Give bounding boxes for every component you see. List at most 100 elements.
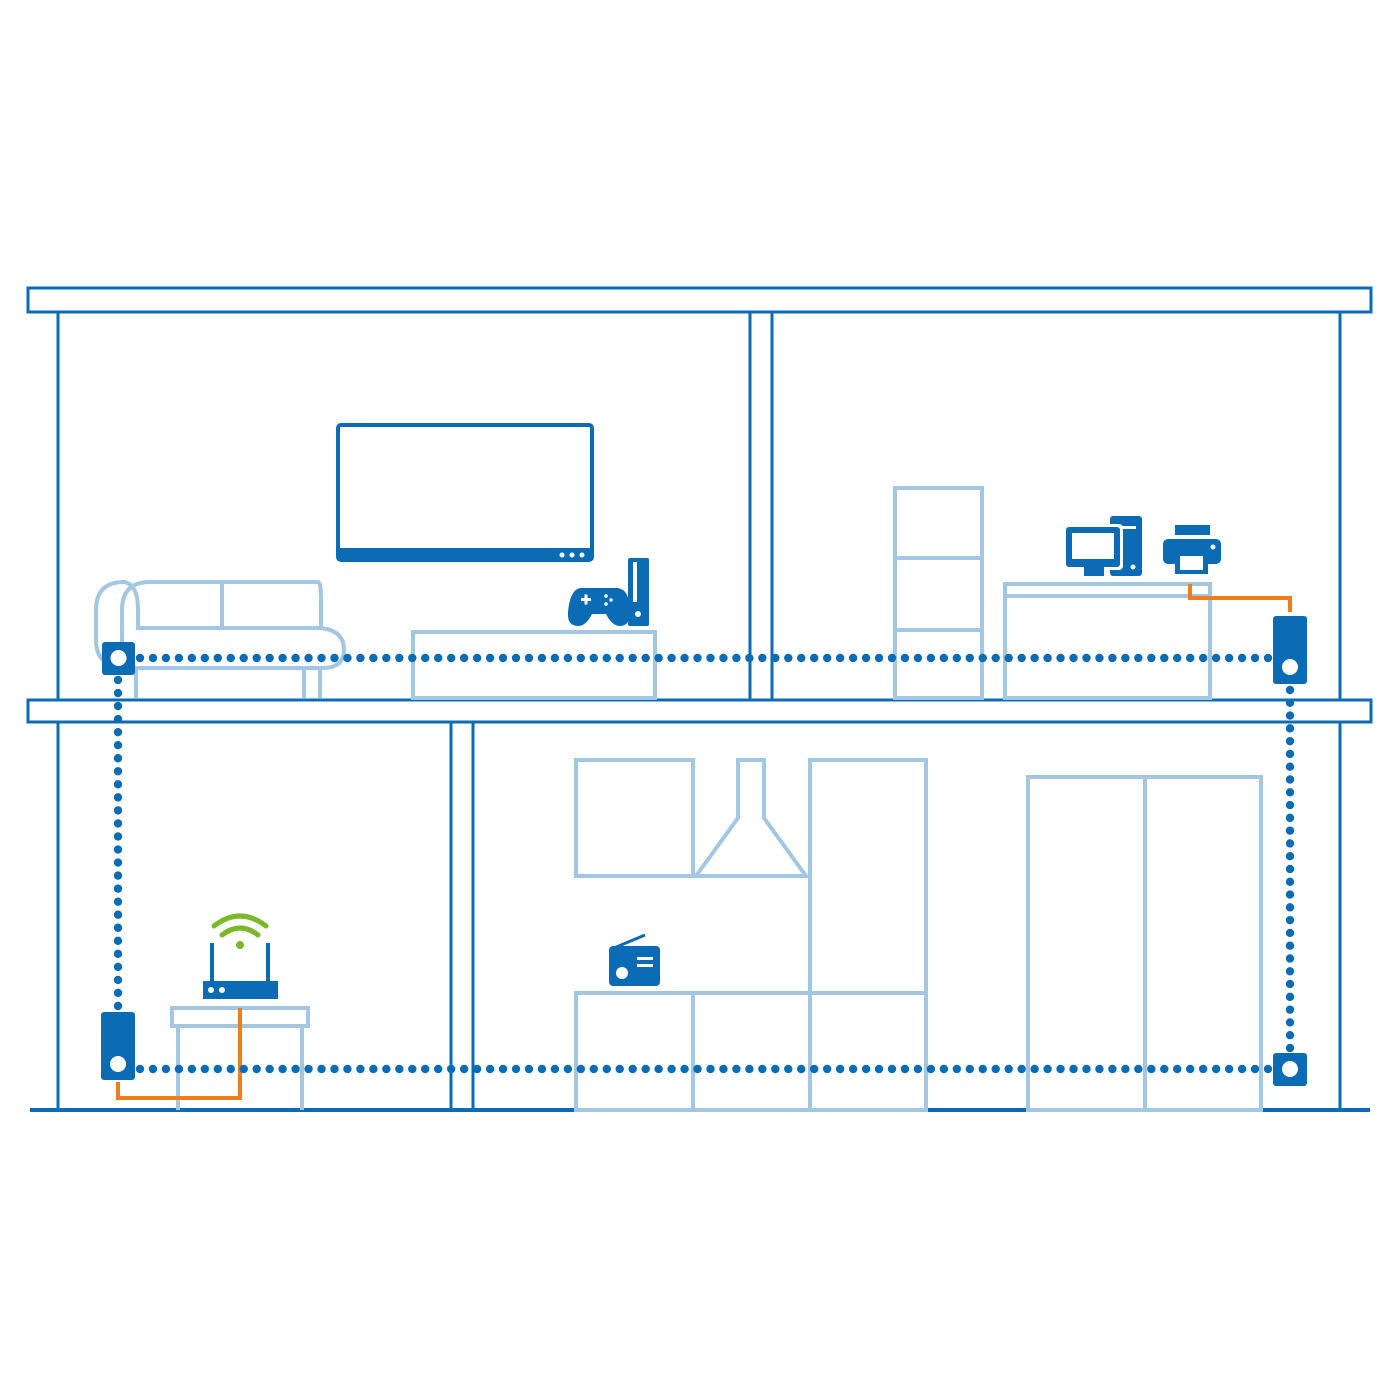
powerline-dot [1285,992,1295,1002]
powerline-dot [926,1064,936,1074]
powerline-dot [252,653,261,663]
powerline-dot [113,897,123,906]
powerline-dot [1043,1064,1052,1074]
powerline-dot [628,653,637,663]
powerline-dot [395,653,404,663]
powerline-dot [459,1064,469,1074]
powerline-dot [113,754,123,763]
powerline-dot [602,1064,611,1074]
powerline-dot [861,653,871,663]
powerline-dot [1069,653,1078,663]
powerline-dot [1095,1064,1104,1074]
powerline-dot [200,653,210,663]
powerline-dot [693,653,702,663]
powerline-dot [1250,653,1260,663]
powerline-dot [1121,1064,1130,1074]
powerline-dot [1285,736,1295,746]
roof [26,286,1373,314]
tv-icon [336,423,594,562]
floor-slab [26,698,1373,724]
powerline-dot [784,1064,793,1074]
powerline-dot [1186,653,1195,663]
powerline-dot [1285,1031,1295,1040]
powerline-dot [174,1064,184,1074]
powerline-dot [1285,711,1295,720]
powerline-dot [939,1064,949,1074]
furniture [94,486,1263,1112]
powerline-dot [615,1064,624,1074]
devices [203,423,1221,999]
powerline-dot [421,1064,430,1074]
powerline-dot [369,653,378,663]
kitchen [574,758,928,1112]
powerline-dot [1224,1064,1234,1074]
powerline-dot [1285,762,1295,771]
powerline-dot [602,653,611,663]
wardrobe [1026,775,1263,1112]
powerline-dot [991,653,1000,663]
powerline-dot [1198,653,1208,663]
powerline-dot [524,653,534,663]
powerline-dot [1160,1064,1169,1074]
powerline-dot [887,1064,897,1074]
powerline-dot [1263,1064,1273,1074]
powerline-dot [382,1064,391,1074]
powerline-dot [1285,749,1295,759]
powerline-dot [265,653,274,663]
powerline-dot [113,819,123,828]
powerline-dot [1056,653,1065,663]
powerline-dot [706,1064,715,1074]
powerline-dot [1017,653,1026,663]
powerline-dot [148,653,158,663]
powerline-dot [356,653,365,663]
powerline-dot [667,653,676,663]
powerline-dot [732,653,741,663]
powerline-dot [576,653,586,663]
powerline-dot [1285,724,1295,733]
powerline-dot [278,1064,287,1074]
tv-stand [411,630,657,700]
ethernet-cable-router [116,1008,242,1100]
powerline-dot [304,653,313,663]
powerline-dot [1043,653,1052,663]
powerline-dot [1237,1064,1247,1074]
powerline-dot [113,727,123,737]
powerline-adapter-icon [1273,1053,1307,1086]
powerline-dot [1250,1064,1260,1074]
powerline-dot [200,1064,210,1074]
powerline-dot [459,653,469,663]
powerline-dot [213,1064,222,1074]
shelf-cabinet [893,486,984,700]
powerline-dot [758,1064,767,1074]
tall-cabinet [808,758,928,995]
powerline-dot [1224,653,1234,663]
powerline-dot [524,1064,534,1074]
powerline-dot [226,1064,235,1074]
radio-icon [609,933,660,986]
powerline-dot [641,1064,650,1074]
powerline-dot [1004,1064,1013,1074]
powerline-dot [226,653,235,663]
powerline-dot [926,653,936,663]
powerline-dot [511,653,521,663]
powerline-dot [887,653,897,663]
sofa [94,579,347,698]
powerline-dot [1285,928,1295,938]
powerline-dot [446,653,456,663]
powerline-dot [113,910,123,919]
powerline-dot [745,1064,754,1074]
powerline-dot [732,1064,741,1074]
powerline-dot [771,653,780,663]
powerline-dot [213,653,222,663]
powerline-dot [135,1064,145,1074]
powerline-dot [680,653,689,663]
ethernet-cables [116,584,1292,1100]
powerline-dot [641,653,650,663]
powerline-dot [1285,877,1295,886]
powerline-dot [848,1064,858,1074]
powerline-dot [113,949,123,959]
powerline-dot [1285,1043,1295,1053]
powerline-dot [1285,890,1295,899]
powerline-dot [1056,1064,1065,1074]
powerline-dot [537,1064,547,1074]
